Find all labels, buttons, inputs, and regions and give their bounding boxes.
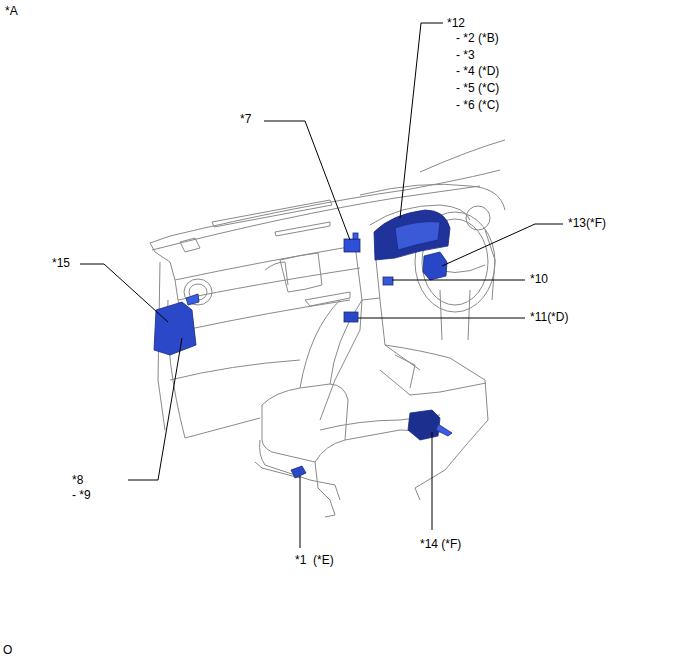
callout-number: - *2 (*B): [456, 31, 499, 45]
callout-number: - *4 (*D): [456, 64, 499, 78]
callout-number: *15: [52, 256, 70, 270]
callout-number: *A: [5, 4, 18, 18]
callout-number: *10: [530, 272, 548, 286]
callout-number: *7: [240, 112, 251, 126]
callout-number: - *9: [72, 488, 91, 502]
callout-number: *1 (*E): [295, 553, 334, 567]
callout-number: - *3: [456, 48, 475, 62]
callout-number: *8: [72, 473, 83, 487]
callout-number: *14 (*F): [420, 537, 461, 551]
callout-number: *11(*D): [530, 310, 568, 324]
callout-number: *12: [447, 16, 465, 30]
callout-number: O: [3, 643, 12, 657]
callout-number: *13(*F): [568, 216, 606, 230]
callout-number: - *5 (*C): [456, 81, 499, 95]
callout-number: - *6 (*C): [456, 98, 499, 112]
